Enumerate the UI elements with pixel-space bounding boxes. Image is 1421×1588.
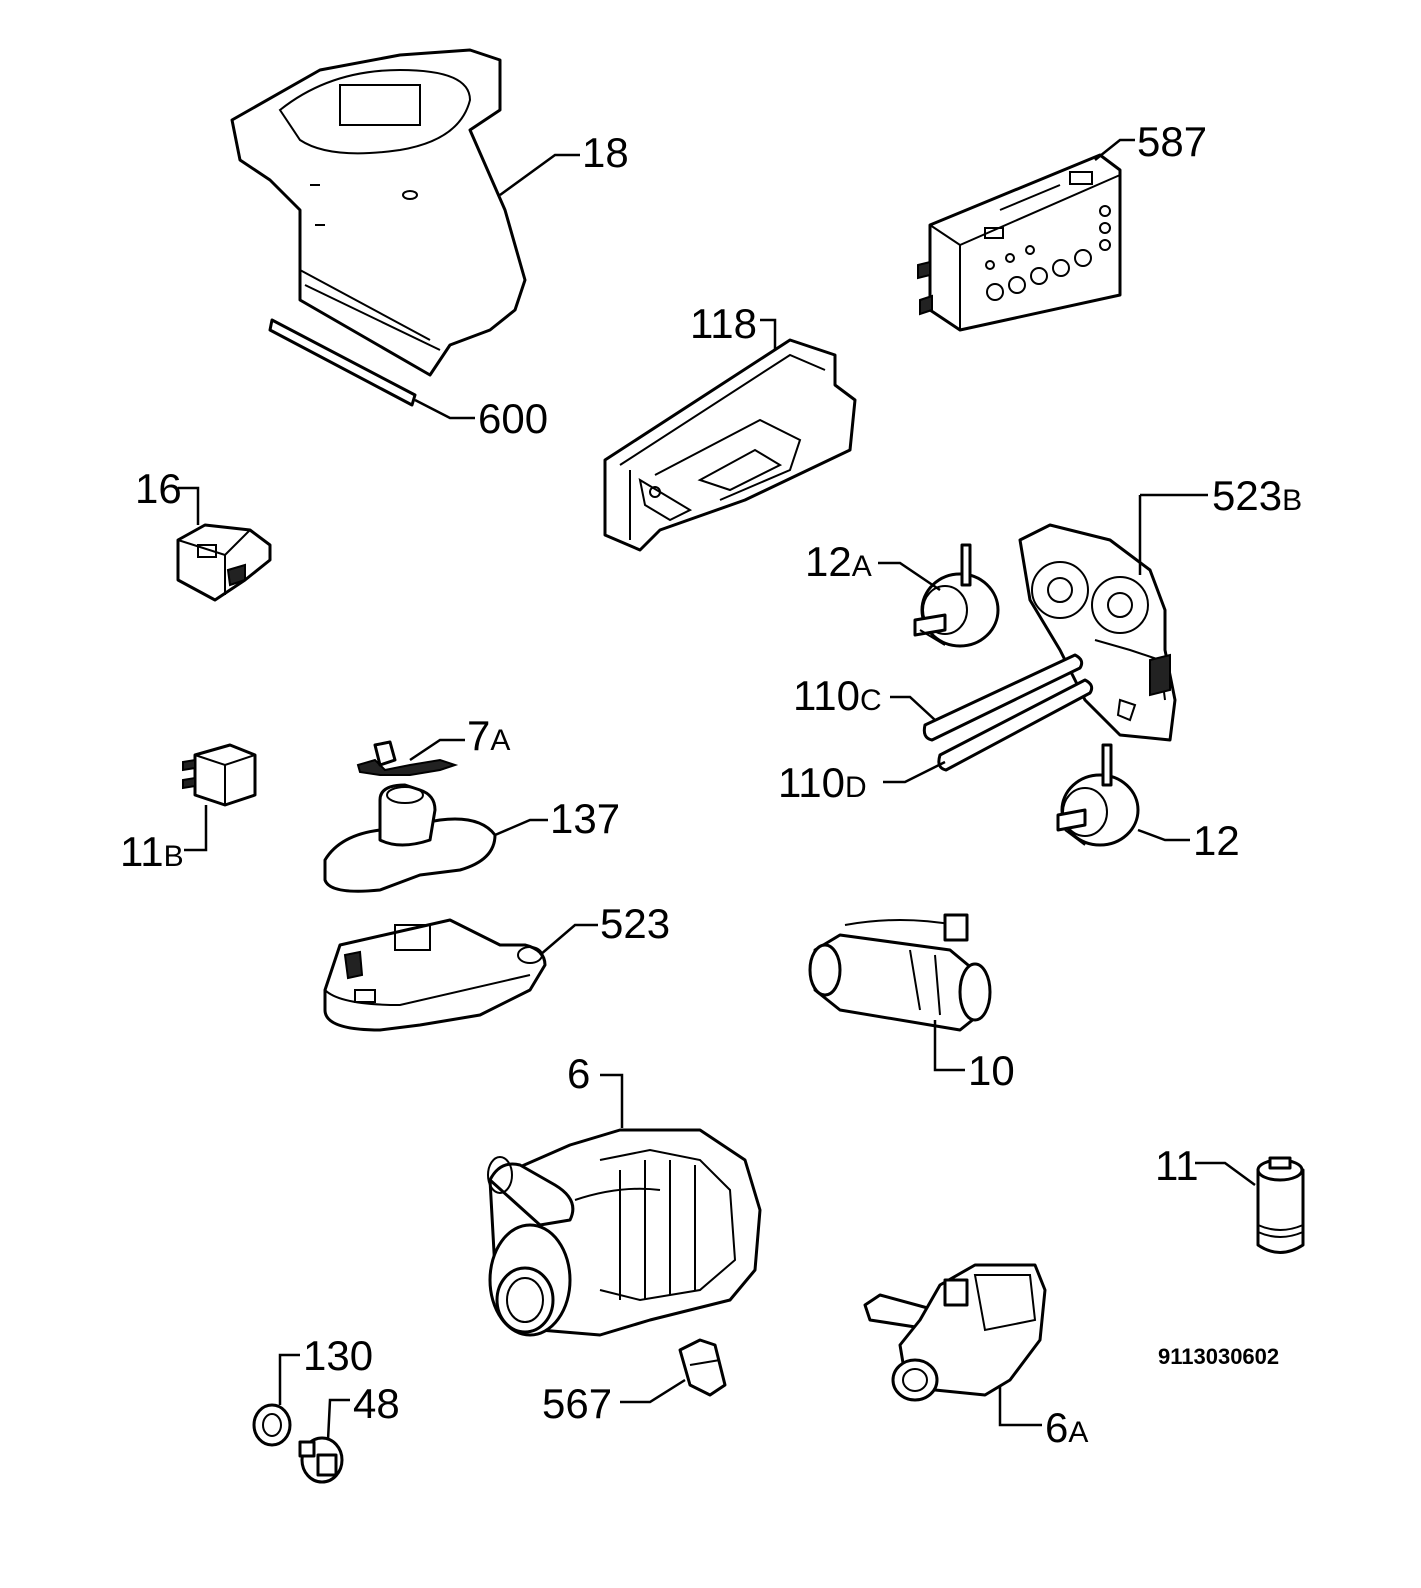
- label-6a: 6A: [1045, 1404, 1088, 1451]
- part-16-switch: [176, 523, 272, 602]
- part-6-motor: [487, 1128, 762, 1337]
- label-6: 6: [567, 1050, 590, 1097]
- part-567-clip: [678, 1338, 727, 1397]
- label-523b-number: 523: [1212, 472, 1282, 519]
- part-523-tray: [323, 918, 547, 1032]
- label-110d: 110D: [778, 759, 867, 806]
- part-12a-pressure-switch: [913, 543, 1000, 648]
- label-6a-suffix: A: [1068, 1416, 1088, 1449]
- label-110d-number: 110: [778, 759, 845, 806]
- part-118-dispenser: [603, 338, 857, 552]
- part-137-lid: [323, 783, 497, 893]
- label-12: 12: [1193, 817, 1240, 864]
- part-12-pressure-switch: [1056, 743, 1140, 847]
- part-7a-clip: [356, 740, 459, 776]
- label-48: 48: [353, 1380, 400, 1427]
- part-587-module: [917, 153, 1122, 332]
- part-18-cover: [230, 48, 527, 377]
- label-110c: 110C: [793, 672, 882, 719]
- label-11b: 11B: [120, 828, 184, 875]
- part-48-plug: [298, 1436, 344, 1484]
- label-7a-suffix: A: [490, 724, 510, 757]
- part-110-tubes: [922, 653, 1094, 772]
- label-523: 523: [600, 900, 670, 947]
- part-11b-relay: [182, 743, 257, 807]
- label-137: 137: [550, 795, 620, 842]
- part-523b-panel: [1018, 523, 1177, 742]
- label-587: 587: [1137, 118, 1207, 165]
- label-7a: 7A: [467, 712, 510, 759]
- label-18: 18: [582, 129, 629, 176]
- label-110d-suffix: D: [845, 771, 867, 804]
- label-12a: 12A: [805, 538, 872, 585]
- label-130: 130: [303, 1332, 373, 1379]
- label-118: 118: [690, 300, 757, 347]
- label-16: 16: [135, 465, 182, 512]
- label-600: 600: [478, 395, 548, 442]
- label-567: 567: [542, 1380, 612, 1427]
- label-12a-number: 12: [805, 538, 852, 585]
- label-523b-suffix: B: [1282, 484, 1302, 517]
- callout-labels: 18 587 118 600 16 523B 12A 110C 110D 7A …: [120, 118, 1302, 1451]
- part-130-ring: [252, 1403, 292, 1447]
- label-110c-number: 110: [793, 672, 860, 719]
- label-12a-suffix: A: [852, 550, 872, 583]
- label-7a-number: 7: [467, 712, 490, 759]
- label-523b: 523B: [1212, 472, 1302, 519]
- label-110c-suffix: C: [860, 684, 882, 717]
- part-6a-drain-pump: [863, 1263, 1047, 1402]
- part-11-capacitor: [1256, 1156, 1305, 1254]
- label-11b-number: 11: [120, 828, 164, 875]
- leader-lines: [178, 138, 1256, 1441]
- part-10-heater: [808, 913, 992, 1032]
- label-11b-suffix: B: [164, 840, 184, 873]
- label-10: 10: [968, 1047, 1015, 1094]
- part-600-strip: [268, 318, 417, 407]
- label-11: 11: [1155, 1142, 1199, 1189]
- label-6a-number: 6: [1045, 1404, 1068, 1451]
- document-code: 9113030602: [1158, 1344, 1279, 1369]
